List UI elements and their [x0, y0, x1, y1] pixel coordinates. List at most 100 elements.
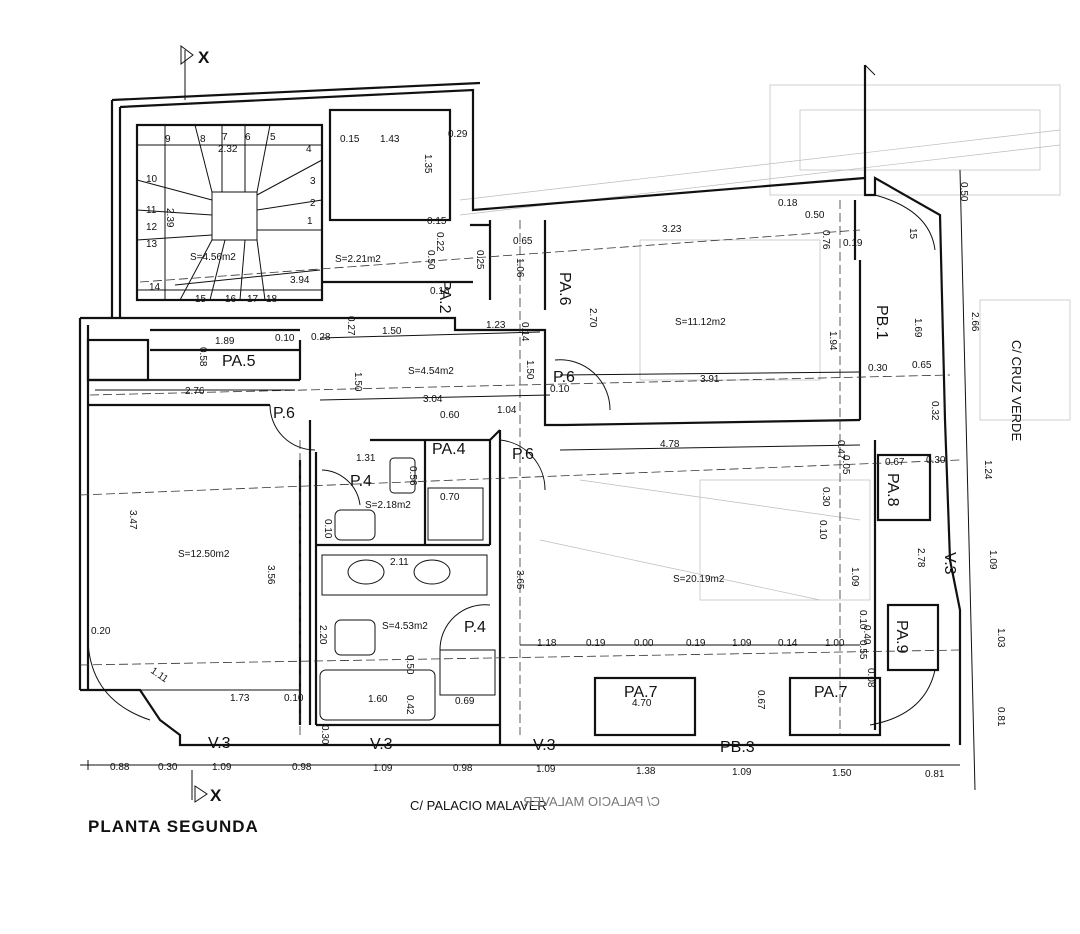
- dim-label: 0.14: [778, 638, 798, 649]
- stair-grid: [136, 124, 323, 301]
- dim-label: 4.70: [632, 698, 652, 709]
- dim-label: 1.60: [368, 694, 388, 705]
- dim-label: 0.65: [513, 236, 533, 247]
- plan-labels: 1 2 3 4 5 6 7 8 9 10 11 12 13 14 15 16 1…: [88, 129, 1024, 836]
- outer-walls: [78, 64, 962, 747]
- dim-label: 3.91: [700, 374, 720, 385]
- dim-label: 2.39: [164, 208, 175, 228]
- ghost-overlay: [459, 84, 1071, 601]
- dim-label: 1.09: [987, 550, 998, 570]
- stair-step: 8: [200, 134, 206, 145]
- dim-label: 1.09: [536, 764, 556, 775]
- dim-label: 1.31: [356, 453, 376, 464]
- room-code: V.3: [533, 737, 556, 754]
- dim-label: 0.10: [284, 693, 304, 704]
- dim-label: 0.10: [322, 519, 333, 539]
- room-code: PB.1: [873, 305, 890, 340]
- dim-label: 2.76: [185, 386, 205, 397]
- dim-label: 2.66: [969, 312, 980, 332]
- dim-label: 0.47: [835, 440, 846, 460]
- dim-label: 1.09: [732, 638, 752, 649]
- area-label: S=20.19m2: [673, 574, 725, 585]
- dim-label: 1.09: [732, 767, 752, 778]
- stair-step: 10: [146, 174, 158, 185]
- dim-label: 1.24: [982, 460, 993, 480]
- area-label: S=11.12m2: [675, 317, 726, 328]
- dim-label: 1.50: [352, 372, 363, 392]
- street-right: C/ CRUZ VERDE: [1009, 340, 1024, 441]
- dim-label: 0.15: [340, 134, 360, 145]
- room-code: P.4: [464, 619, 486, 636]
- dim-label: 0.65: [912, 360, 932, 371]
- dim-label: 1.03: [995, 628, 1006, 648]
- room-code: V.3: [370, 736, 393, 753]
- stair-step: 13: [146, 239, 158, 250]
- stair-step: 5: [270, 132, 276, 143]
- stair-step: 14: [149, 282, 161, 293]
- interior-walls: [86, 108, 940, 745]
- dim-label: 3.47: [127, 510, 138, 530]
- dim-label: 0.00: [634, 638, 654, 649]
- dim-label: 0.08: [865, 668, 876, 688]
- dim-label: 1.50: [832, 768, 852, 779]
- dim-label: 0.50: [404, 655, 415, 675]
- dim-label: 0.69: [455, 696, 475, 707]
- dim-label: 0.30: [158, 762, 178, 773]
- dim-label: 0.81: [995, 707, 1006, 727]
- dim-label: 15: [907, 228, 918, 240]
- dim-label: 1.94: [827, 331, 838, 351]
- area-label: S=4.56m2: [190, 252, 236, 263]
- dim-label: 3.65: [514, 570, 525, 590]
- dim-label: 0.98: [453, 763, 473, 774]
- room-code: PA.7: [814, 684, 848, 701]
- dim-label: 0.19: [686, 638, 706, 649]
- dim-label: 0.58: [197, 347, 208, 367]
- dim-label: 1.06: [514, 258, 525, 278]
- dim-label: 0.25: [474, 250, 485, 270]
- dim-label: 0.22: [434, 232, 445, 252]
- dim-label: 2.70: [587, 308, 598, 328]
- dim-label: 1.50: [524, 360, 535, 380]
- dim-label: 1.09: [373, 763, 393, 774]
- dim-label: 0.28: [311, 332, 331, 343]
- dim-label: 0.76: [820, 230, 831, 250]
- area-label: S=2.18m2: [365, 500, 411, 511]
- dim-label: 3.23: [662, 224, 682, 235]
- room-code: PB.3: [720, 739, 755, 756]
- dim-label: 1.00: [825, 638, 845, 649]
- dim-label: 1.43: [380, 134, 400, 145]
- dim-label: 1.89: [215, 336, 235, 347]
- dim-label: 0.30: [868, 363, 888, 374]
- area-label: S=4.53m2: [382, 621, 428, 632]
- dim-label: 1.73: [230, 693, 250, 704]
- dim-label: 2.11: [390, 557, 409, 568]
- area-label: S=12.50m2: [178, 549, 230, 560]
- area-label: S=4.54m2: [408, 366, 454, 377]
- stair-step: 12: [146, 222, 158, 233]
- dim-label: 0.67: [755, 690, 766, 710]
- dim-label: 0.32: [929, 401, 940, 421]
- room-code: PA.9: [893, 620, 910, 654]
- dim-label: 0.19: [843, 238, 863, 249]
- dim-label: 0.42: [404, 695, 415, 715]
- dim-label: 0.40: [861, 625, 872, 645]
- dim-label: 0.10: [817, 520, 828, 540]
- stair-step: 2: [310, 198, 316, 209]
- dim-label: 1.11: [148, 665, 170, 685]
- plan-title: PLANTA SEGUNDA: [88, 817, 259, 836]
- dim-label: 3.94: [290, 275, 310, 286]
- dim-label: 1.69: [912, 318, 923, 338]
- dim-label: 3.04: [423, 394, 443, 405]
- dim-label: 0.19: [586, 638, 606, 649]
- room-code: V.3: [208, 735, 231, 752]
- dim-label: 1.09: [849, 567, 860, 587]
- dim-label: 0.81: [925, 769, 945, 780]
- stair-step: 7: [222, 132, 228, 143]
- dim-label: 3.56: [265, 565, 276, 585]
- dim-label: 1.09: [212, 762, 232, 773]
- dim-label: 0.29: [448, 129, 468, 140]
- street-bottom-mirror: C/ PALACIO MALAVER: [523, 794, 660, 809]
- stair-step: 1: [307, 216, 313, 227]
- stair-step: 18: [266, 294, 278, 305]
- street-bottom: C/ PALACIO MALAVER: [410, 798, 547, 813]
